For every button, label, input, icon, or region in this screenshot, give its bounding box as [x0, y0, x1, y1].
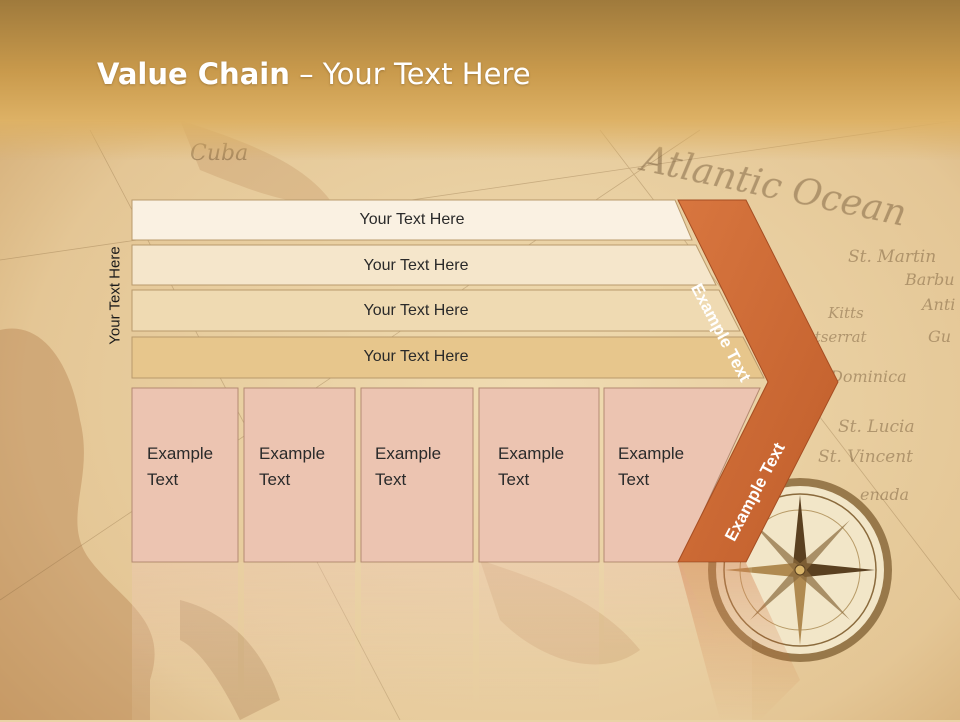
column-reflection [479, 563, 599, 703]
row-label: Your Text Here [363, 302, 469, 319]
column-label: Example Text [498, 444, 565, 489]
primary-column [131, 387, 239, 563]
map-label: enada [860, 485, 909, 504]
landmass-shape [0, 328, 155, 720]
column-text-reflection: Example Text [603, 562, 723, 722]
map-label: St. Lucia [838, 417, 915, 437]
primary-column [360, 387, 474, 563]
map-label: Kitts [827, 304, 864, 322]
column-text-reflection: Example Text [132, 562, 238, 722]
column-label: Example Text [259, 444, 326, 489]
column-reflection [604, 563, 720, 650]
column-label: Example Text [375, 444, 442, 489]
side-label-text: Your Text Here [106, 245, 124, 345]
column-text-reflection: Example Text [483, 562, 599, 722]
support-row [131, 244, 717, 286]
title-bold: Value Chain [97, 57, 290, 91]
column-reflection [244, 563, 355, 703]
column-text-reflection: Example Text [244, 562, 355, 722]
row-label: Your Text Here [363, 257, 469, 274]
chevron-reflection [678, 563, 800, 720]
column-reflection [361, 563, 473, 703]
map-label: Anti [920, 295, 955, 314]
column-reflection [132, 563, 238, 703]
row-label: Your Text Here [363, 348, 469, 365]
map-label: Barbu [904, 270, 955, 289]
map-label: Dominica [829, 367, 907, 386]
column-label: Example Text [147, 444, 214, 489]
map-label: ntserrat [805, 328, 868, 346]
margin-chevron [677, 199, 839, 563]
column-label: Example Text [618, 444, 685, 489]
support-row [131, 289, 741, 332]
column-text-reflection: Example Text [360, 562, 472, 722]
page-title: Value Chain – Your Text Here [97, 54, 531, 94]
support-row [131, 199, 693, 241]
row-label: Your Text Here [359, 211, 465, 228]
map-label: St. Vincent [818, 447, 913, 467]
primary-column [478, 387, 600, 563]
title-band [0, 0, 960, 160]
map-label: St. Martin [848, 247, 936, 267]
map-label: Gu [928, 327, 951, 346]
support-row [131, 336, 765, 379]
primary-column [243, 387, 356, 563]
title-rest: – Your Text Here [289, 57, 531, 91]
